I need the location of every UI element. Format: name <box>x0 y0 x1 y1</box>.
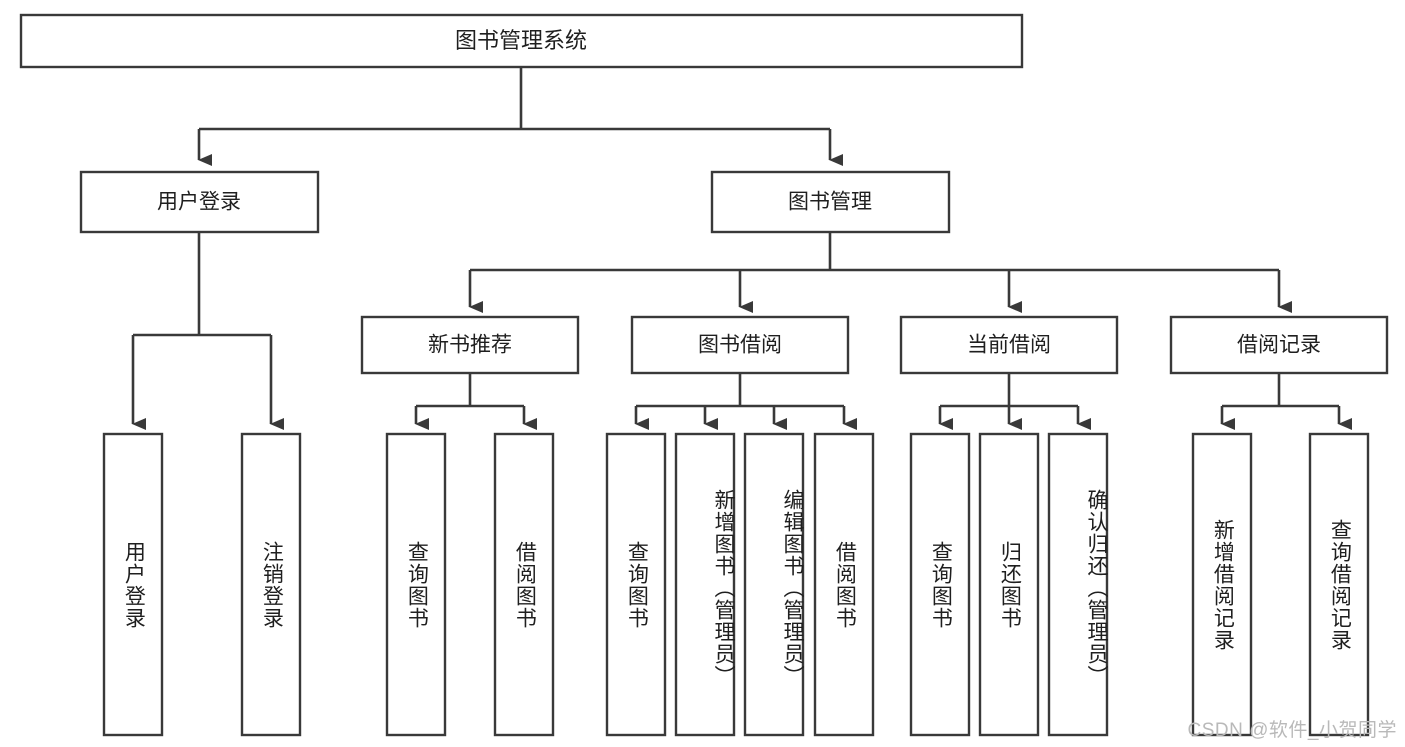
leaf-box-borrow-lend[interactable] <box>813 432 875 737</box>
leaf-box-borrow-query[interactable] <box>605 432 667 737</box>
csdn-watermark: CSDN @软件_小贺同学 <box>1187 720 1397 741</box>
node-box-current-borrow[interactable] <box>899 315 1119 375</box>
node-box-borrow-record[interactable] <box>1169 315 1389 375</box>
node-label-book-management: 图书管理 <box>788 191 872 214</box>
leaf-box-borrow-edit[interactable] <box>743 432 805 737</box>
leaf-box-record-query[interactable] <box>1308 432 1370 737</box>
leaf-box-record-add[interactable] <box>1191 432 1253 737</box>
node-label-book-borrow: 图书借阅 <box>698 334 782 357</box>
node-box-new-book-recommend[interactable] <box>360 315 580 375</box>
node-label-root: 图书管理系统 <box>455 28 587 53</box>
node-box-book-borrow[interactable] <box>630 315 850 375</box>
node-label-current-borrow: 当前借阅 <box>967 334 1051 357</box>
leaf-box-user-login-login[interactable] <box>102 432 164 737</box>
leaf-box-user-login-logout[interactable] <box>240 432 302 737</box>
leaf-box-newbook-borrow[interactable] <box>493 432 555 737</box>
node-box-book-management[interactable] <box>710 170 951 234</box>
node-label-new-book-recommend: 新书推荐 <box>428 334 512 357</box>
leaf-box-newbook-query[interactable] <box>385 432 447 737</box>
leaf-box-borrow-add[interactable] <box>674 432 736 737</box>
node-box-root[interactable] <box>19 13 1024 69</box>
leaf-box-current-confirm[interactable] <box>1047 432 1109 737</box>
node-label-user-login: 用户登录 <box>157 191 241 214</box>
leaf-box-current-query[interactable] <box>909 432 971 737</box>
leaf-box-current-return[interactable] <box>978 432 1040 737</box>
node-label-borrow-record: 借阅记录 <box>1237 334 1321 357</box>
